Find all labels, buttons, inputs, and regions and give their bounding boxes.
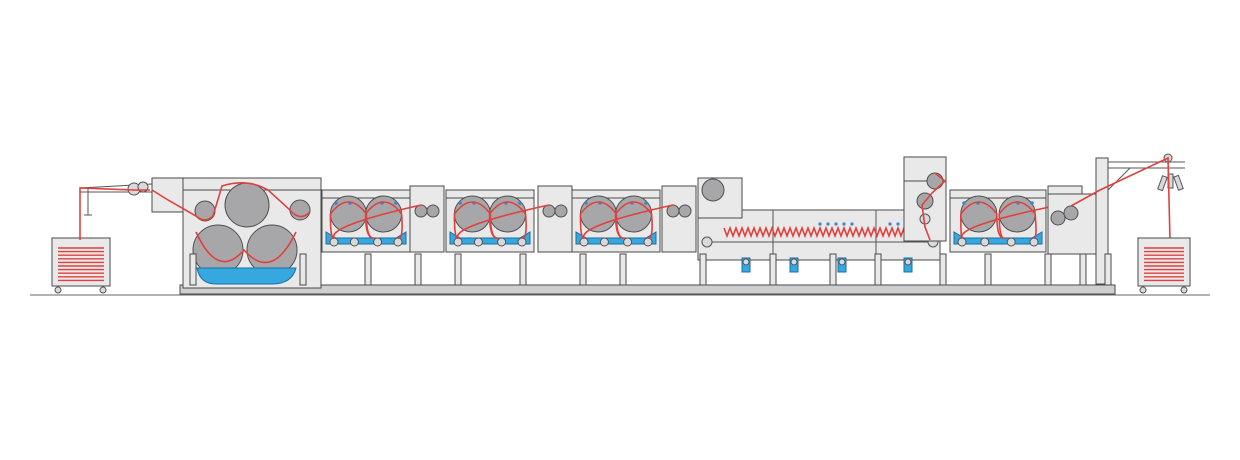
entry-batch-cart-icon [51,237,111,294]
tower-unit [903,156,947,242]
padder-trough [196,267,297,285]
wash-compartment-icon [321,185,445,253]
wash-compartment-icon [571,185,697,253]
support-legs [189,253,1112,286]
padder-section [151,177,322,289]
exit-batch-cart-icon [1137,237,1191,294]
padder-top-roller [224,182,270,228]
steamer-zone [697,177,941,273]
exit-plaiter-stand [1047,153,1185,285]
base-rail [179,284,1116,295]
wash-compartments [321,185,697,253]
wash-compartment-icon [445,185,573,253]
entry-guide-frame [79,181,153,240]
